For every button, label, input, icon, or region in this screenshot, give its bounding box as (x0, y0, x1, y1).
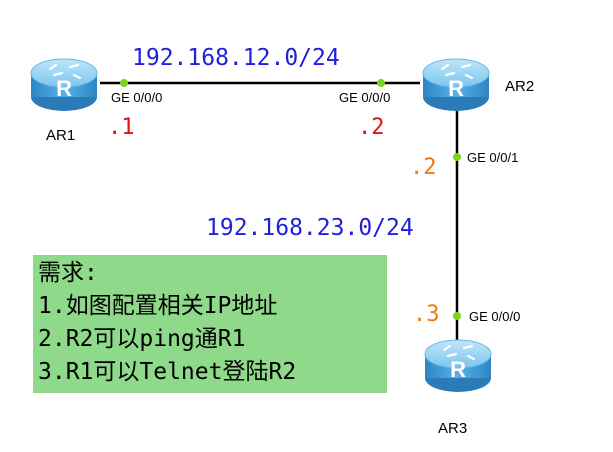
port-dot-ar2-ge000 (377, 79, 385, 87)
interface-label-ar3-ge000: GE 0/0/0 (469, 309, 520, 324)
host-suffix-ar1: .1 (108, 115, 135, 140)
device-label-ar3: AR3 (438, 420, 467, 437)
requirement-item: 3.R1可以Telnet登陆R2 (38, 359, 297, 385)
host-suffix-ar2-23: .2 (410, 155, 437, 180)
router-icon (29, 57, 99, 113)
device-label-ar1: AR1 (46, 127, 75, 144)
requirement-item: 1.如图配置相关IP地址 (38, 293, 278, 319)
requirements-box: 需求: 1.如图配置相关IP地址 2.R2可以ping通R1 3.R1可以Tel… (33, 255, 387, 393)
port-dot-ar1-ge000 (120, 79, 128, 87)
device-label-ar2: AR2 (505, 78, 534, 95)
requirement-item: 2.R2可以ping通R1 (38, 326, 246, 352)
router-ar1[interactable] (29, 57, 99, 113)
port-dot-ar3-ge000 (453, 312, 461, 320)
subnet-label-23: 192.168.23.0/24 (206, 215, 414, 241)
interface-label-ar1-ge000: GE 0/0/0 (111, 90, 162, 105)
router-icon (423, 338, 493, 394)
host-suffix-ar3: .3 (413, 302, 440, 327)
host-suffix-ar2-12: .2 (358, 115, 385, 140)
subnet-label-12: 192.168.12.0/24 (132, 45, 340, 71)
interface-label-ar2-ge000: GE 0/0/0 (339, 90, 390, 105)
interface-label-ar2-ge001: GE 0/0/1 (467, 150, 518, 165)
router-icon (421, 57, 491, 113)
router-ar3[interactable] (423, 338, 493, 394)
port-dot-ar2-ge001 (453, 153, 461, 161)
router-ar2[interactable] (421, 57, 491, 113)
requirements-title: 需求: (38, 260, 98, 286)
